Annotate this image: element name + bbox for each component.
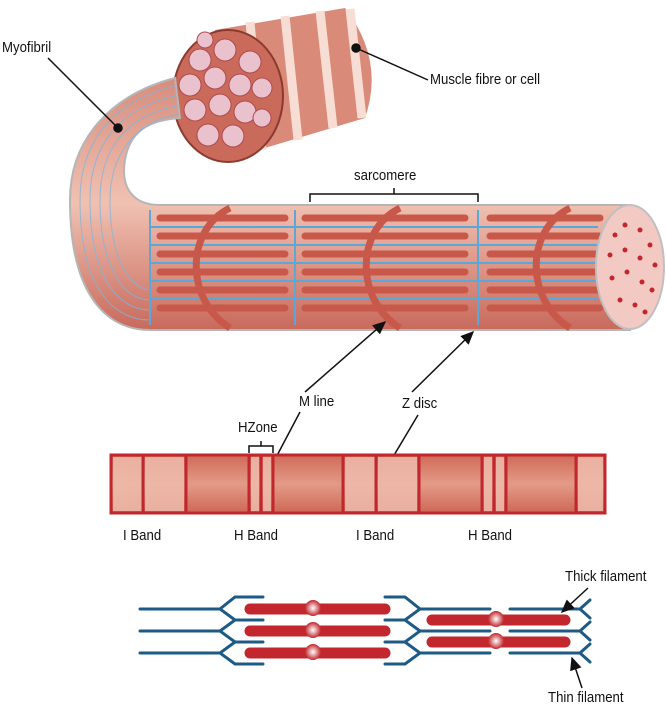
myofibril [68, 76, 665, 331]
band-label: I Band [356, 527, 395, 544]
m-line-label: M line [299, 393, 335, 410]
filament-diagram [138, 587, 592, 689]
thin-filament-label: Thin filament [548, 689, 624, 705]
muscle-fibre [172, 8, 372, 163]
thin-filament-arrow [570, 656, 583, 689]
sarcomere-strip [109, 453, 607, 515]
thick-filaments-top [156, 214, 604, 312]
band-label: H Band [468, 527, 513, 544]
myofibril-label: Myofibril [2, 39, 52, 56]
muscle-fibre-label: Muscle fibre or cell [430, 71, 541, 88]
thick-filament-label: Thick filament [565, 568, 647, 585]
sarcomere-bracket [309, 188, 479, 202]
sarcoplasmic-rings [192, 204, 572, 331]
myofibril-bundles [178, 31, 273, 148]
hzone-bracket [248, 441, 274, 453]
h-zone-label: HZone [238, 419, 278, 436]
thin-filaments [138, 595, 592, 666]
z-disc-label: Z disc [402, 395, 438, 412]
sarcomere-label: sarcomere [354, 167, 417, 184]
cross-section-dots [607, 222, 658, 315]
m-line-nodes [305, 600, 504, 660]
thick-filament-arrow [560, 587, 589, 614]
leader-lines [47, 43, 479, 484]
band-label: H Band [234, 527, 279, 544]
m-line-arrow-up [304, 321, 387, 393]
z-disc-arrow-up [411, 330, 475, 393]
band-label: I Band [123, 527, 162, 544]
